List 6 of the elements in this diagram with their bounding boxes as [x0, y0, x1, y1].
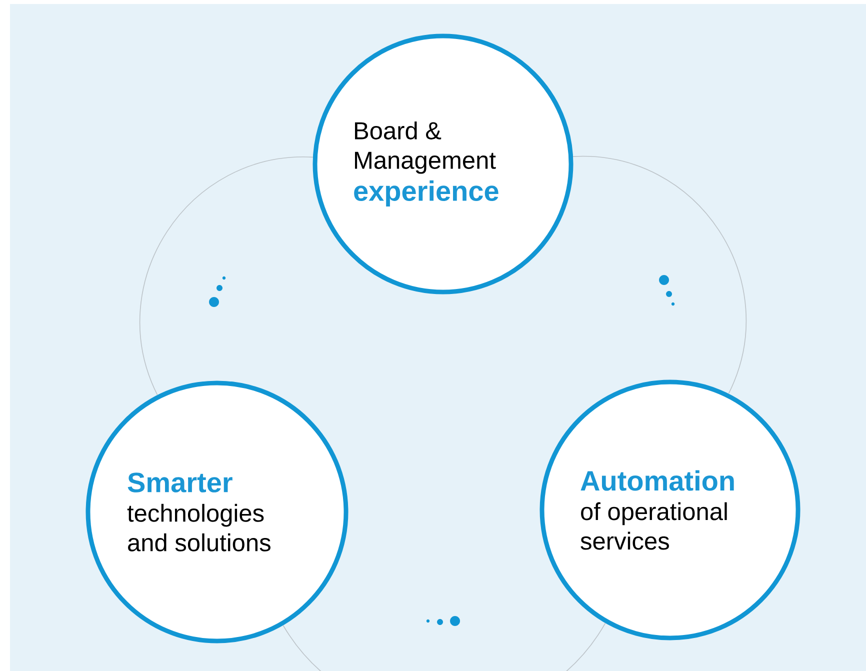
circle-node: Board & Management experience: [312, 34, 574, 294]
arc-connector: [572, 156, 746, 394]
arc-connector: [140, 156, 314, 396]
circle-node: Smarter technologies and solutions: [86, 380, 348, 644]
arc-connector: [282, 622, 606, 671]
circle-node: Automation of operational services: [540, 380, 800, 640]
